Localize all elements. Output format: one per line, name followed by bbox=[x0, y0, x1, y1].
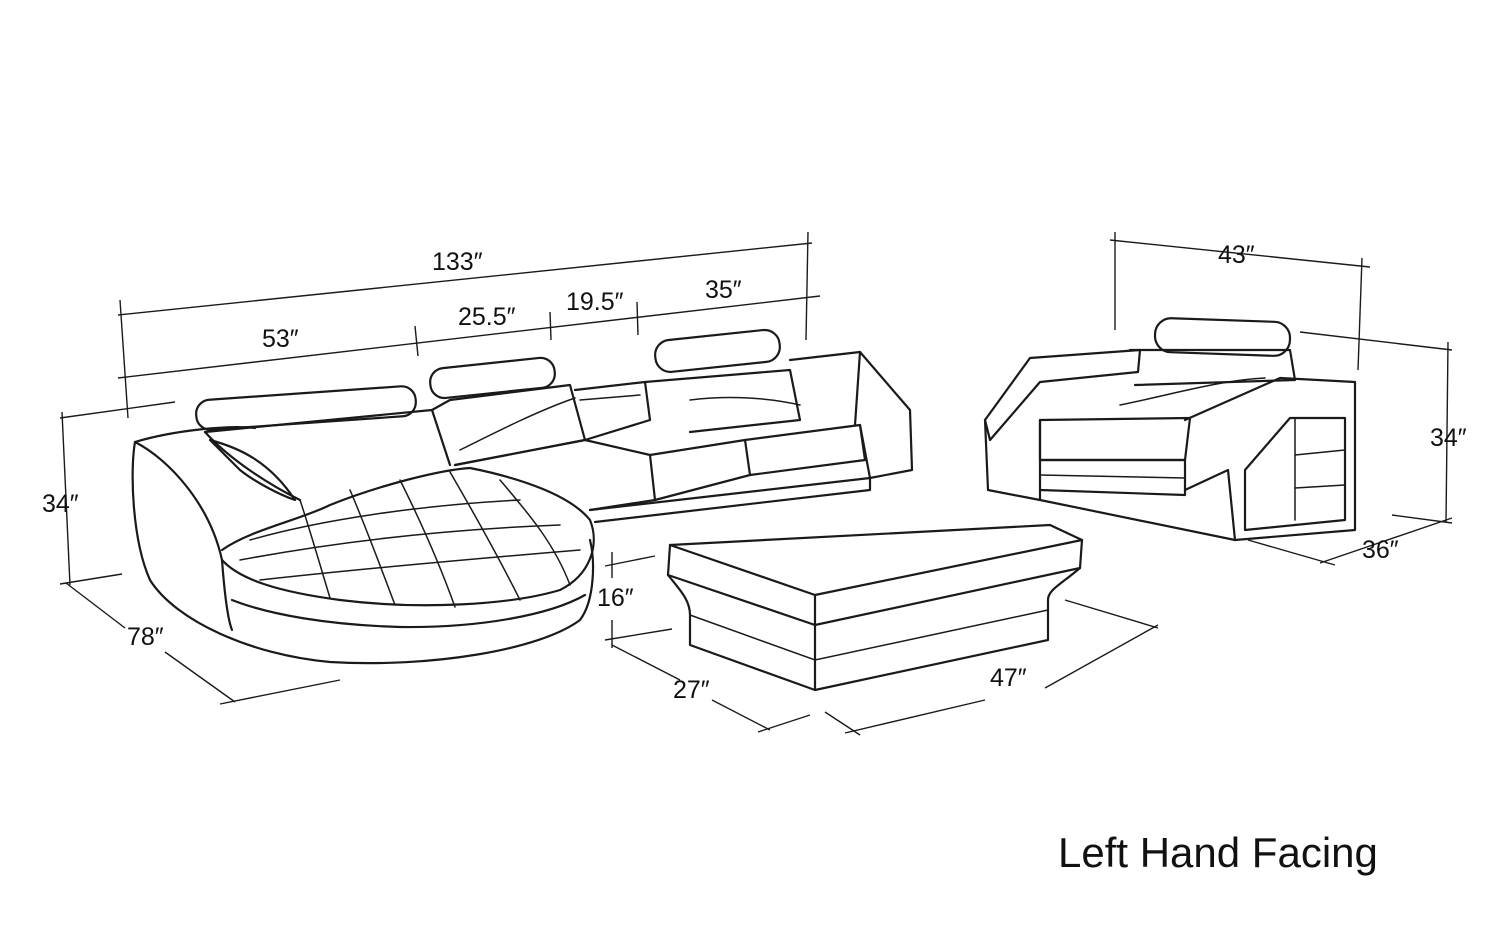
label-chair-height: 34″ bbox=[1430, 424, 1467, 452]
label-sectional-total-width: 133″ bbox=[432, 248, 483, 276]
label-chaise-width: 53″ bbox=[262, 325, 299, 353]
orientation-caption: Left Hand Facing bbox=[1058, 829, 1378, 876]
armchair-drawing bbox=[983, 317, 1357, 542]
coffee-table-drawing bbox=[666, 523, 1084, 692]
label-table-depth: 27″ bbox=[673, 676, 710, 704]
label-chaise-depth: 78″ bbox=[127, 623, 164, 651]
dimension-lines bbox=[59, 231, 1453, 736]
label-chair-depth: 36″ bbox=[1362, 536, 1399, 564]
label-seat-middle-width: 25.5″ bbox=[458, 303, 516, 331]
label-seat-end-width: 35″ bbox=[705, 276, 742, 304]
label-console-width: 19.5″ bbox=[566, 288, 624, 316]
label-table-height: 16″ bbox=[597, 584, 634, 612]
label-chair-width: 43″ bbox=[1218, 241, 1255, 269]
label-table-width: 47″ bbox=[990, 664, 1027, 692]
label-sectional-height: 34″ bbox=[42, 490, 79, 518]
sectional-sofa-drawing bbox=[131, 328, 914, 665]
dimension-labels: 133″ 53″ 25.5″ 19.5″ 35″ 34″ 78″ 16″ 27″… bbox=[42, 241, 1467, 704]
